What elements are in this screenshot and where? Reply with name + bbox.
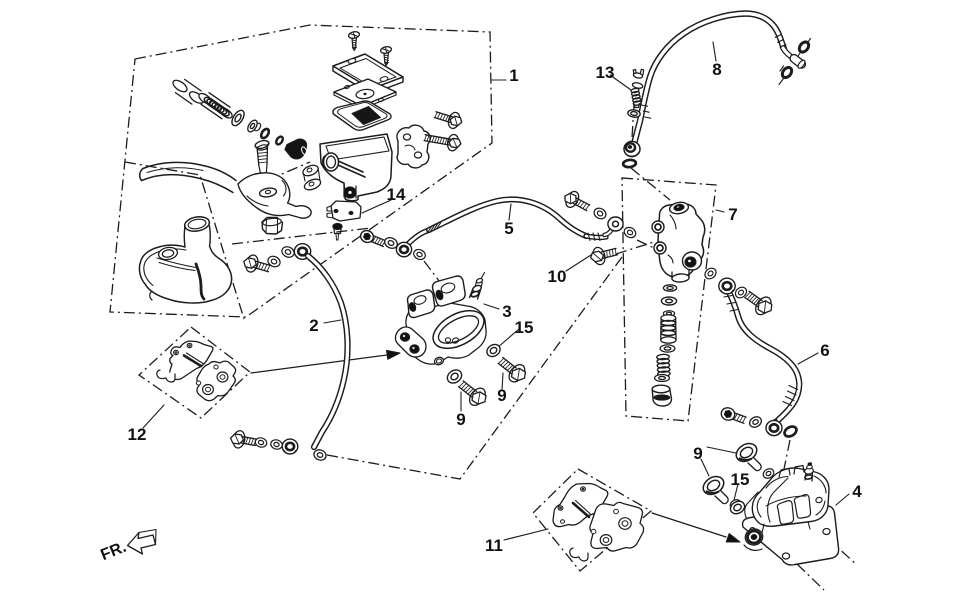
svg-text:15: 15	[515, 318, 534, 337]
svg-text:1: 1	[509, 66, 518, 85]
svg-text:7: 7	[728, 205, 737, 224]
svg-text:9: 9	[456, 410, 465, 429]
svg-text:9: 9	[693, 444, 702, 463]
svg-text:11: 11	[485, 536, 503, 555]
svg-text:2: 2	[309, 316, 318, 335]
svg-text:10: 10	[548, 267, 567, 286]
svg-text:3: 3	[502, 302, 511, 321]
svg-text:13: 13	[596, 63, 615, 82]
svg-text:12: 12	[128, 425, 147, 444]
svg-text:14: 14	[387, 185, 406, 204]
svg-text:5: 5	[504, 219, 513, 238]
svg-text:4: 4	[852, 482, 862, 501]
svg-text:15: 15	[731, 470, 750, 489]
svg-text:8: 8	[712, 60, 721, 79]
svg-text:9: 9	[497, 386, 506, 405]
svg-text:6: 6	[820, 341, 829, 360]
